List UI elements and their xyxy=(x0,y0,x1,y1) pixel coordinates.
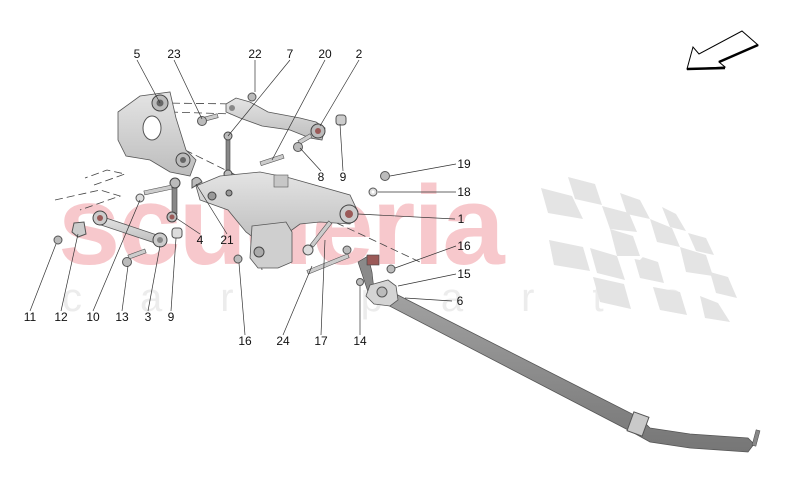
callout-14[interactable]: 14 xyxy=(353,334,367,348)
callout-8[interactable]: 8 xyxy=(317,170,325,184)
callout-21[interactable]: 21 xyxy=(220,233,234,247)
part-3-toe-link xyxy=(92,210,168,248)
part-1-lower-arm xyxy=(195,171,359,245)
callout-12[interactable]: 12 xyxy=(54,310,68,324)
callout-11[interactable]: 11 xyxy=(23,310,37,324)
callout-22[interactable]: 22 xyxy=(248,47,262,61)
callout-15[interactable]: 15 xyxy=(457,267,471,281)
part-15-clamp xyxy=(365,279,399,307)
callout-5[interactable]: 5 xyxy=(133,47,141,61)
callout-3[interactable]: 3 xyxy=(144,310,152,324)
callout-1[interactable]: 1 xyxy=(457,212,465,226)
part-4-link xyxy=(166,177,181,223)
callout-10[interactable]: 10 xyxy=(86,310,100,324)
callout-2[interactable]: 2 xyxy=(355,47,363,61)
callout-4[interactable]: 4 xyxy=(196,233,204,247)
callout-7[interactable]: 7 xyxy=(286,47,294,61)
part-5-knuckle xyxy=(117,91,197,177)
callout-18[interactable]: 18 xyxy=(457,185,471,199)
callout-19[interactable]: 19 xyxy=(457,157,471,171)
part-7-link xyxy=(223,131,233,179)
part-subframe-bushing xyxy=(249,221,293,269)
callout-16-lower[interactable]: 16 xyxy=(238,334,252,348)
part-6-stabilizer-bar xyxy=(377,287,761,453)
callout-17[interactable]: 17 xyxy=(314,334,328,348)
callout-20[interactable]: 20 xyxy=(318,47,332,61)
callout-24[interactable]: 24 xyxy=(276,334,290,348)
callout-9-lower[interactable]: 9 xyxy=(167,310,175,324)
callout-9-upper[interactable]: 9 xyxy=(339,170,347,184)
callout-23[interactable]: 23 xyxy=(167,47,181,61)
callout-6[interactable]: 6 xyxy=(456,294,464,308)
callout-13[interactable]: 13 xyxy=(115,310,129,324)
callout-16-right[interactable]: 16 xyxy=(457,239,471,253)
